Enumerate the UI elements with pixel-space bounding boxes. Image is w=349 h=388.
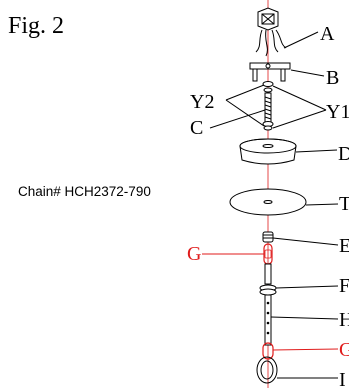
chain-link-part-g-bottom xyxy=(262,342,274,360)
loop-part-i xyxy=(256,356,278,384)
label-i: I xyxy=(339,369,346,388)
connector-part-e xyxy=(262,231,274,243)
label-f: F xyxy=(339,275,349,297)
disc-part-t xyxy=(229,188,307,216)
threaded-rod-part-c xyxy=(262,81,274,131)
leader-lines xyxy=(202,31,339,379)
chain-body xyxy=(264,263,272,285)
label-h: H xyxy=(339,309,349,331)
chain-number-note: Chain# HCH2372-790 xyxy=(18,184,151,199)
figure-title: Fig. 2 xyxy=(8,13,64,39)
canopy-part-d xyxy=(239,138,297,165)
label-d: D xyxy=(338,143,349,165)
crossbar-part-b xyxy=(249,62,291,82)
label-g-right: G xyxy=(339,339,349,361)
ring-part-f xyxy=(259,284,277,296)
label-y2: Y2 xyxy=(190,91,214,113)
label-t: T xyxy=(339,193,349,215)
rod-part-h xyxy=(264,294,272,346)
label-g-left: G xyxy=(187,243,201,265)
label-y1: Y1 xyxy=(326,101,349,123)
label-a: A xyxy=(320,23,335,45)
label-c: C xyxy=(190,117,203,139)
label-e: E xyxy=(339,235,349,257)
label-b: B xyxy=(326,67,339,89)
junction-box-part-a xyxy=(255,7,287,57)
